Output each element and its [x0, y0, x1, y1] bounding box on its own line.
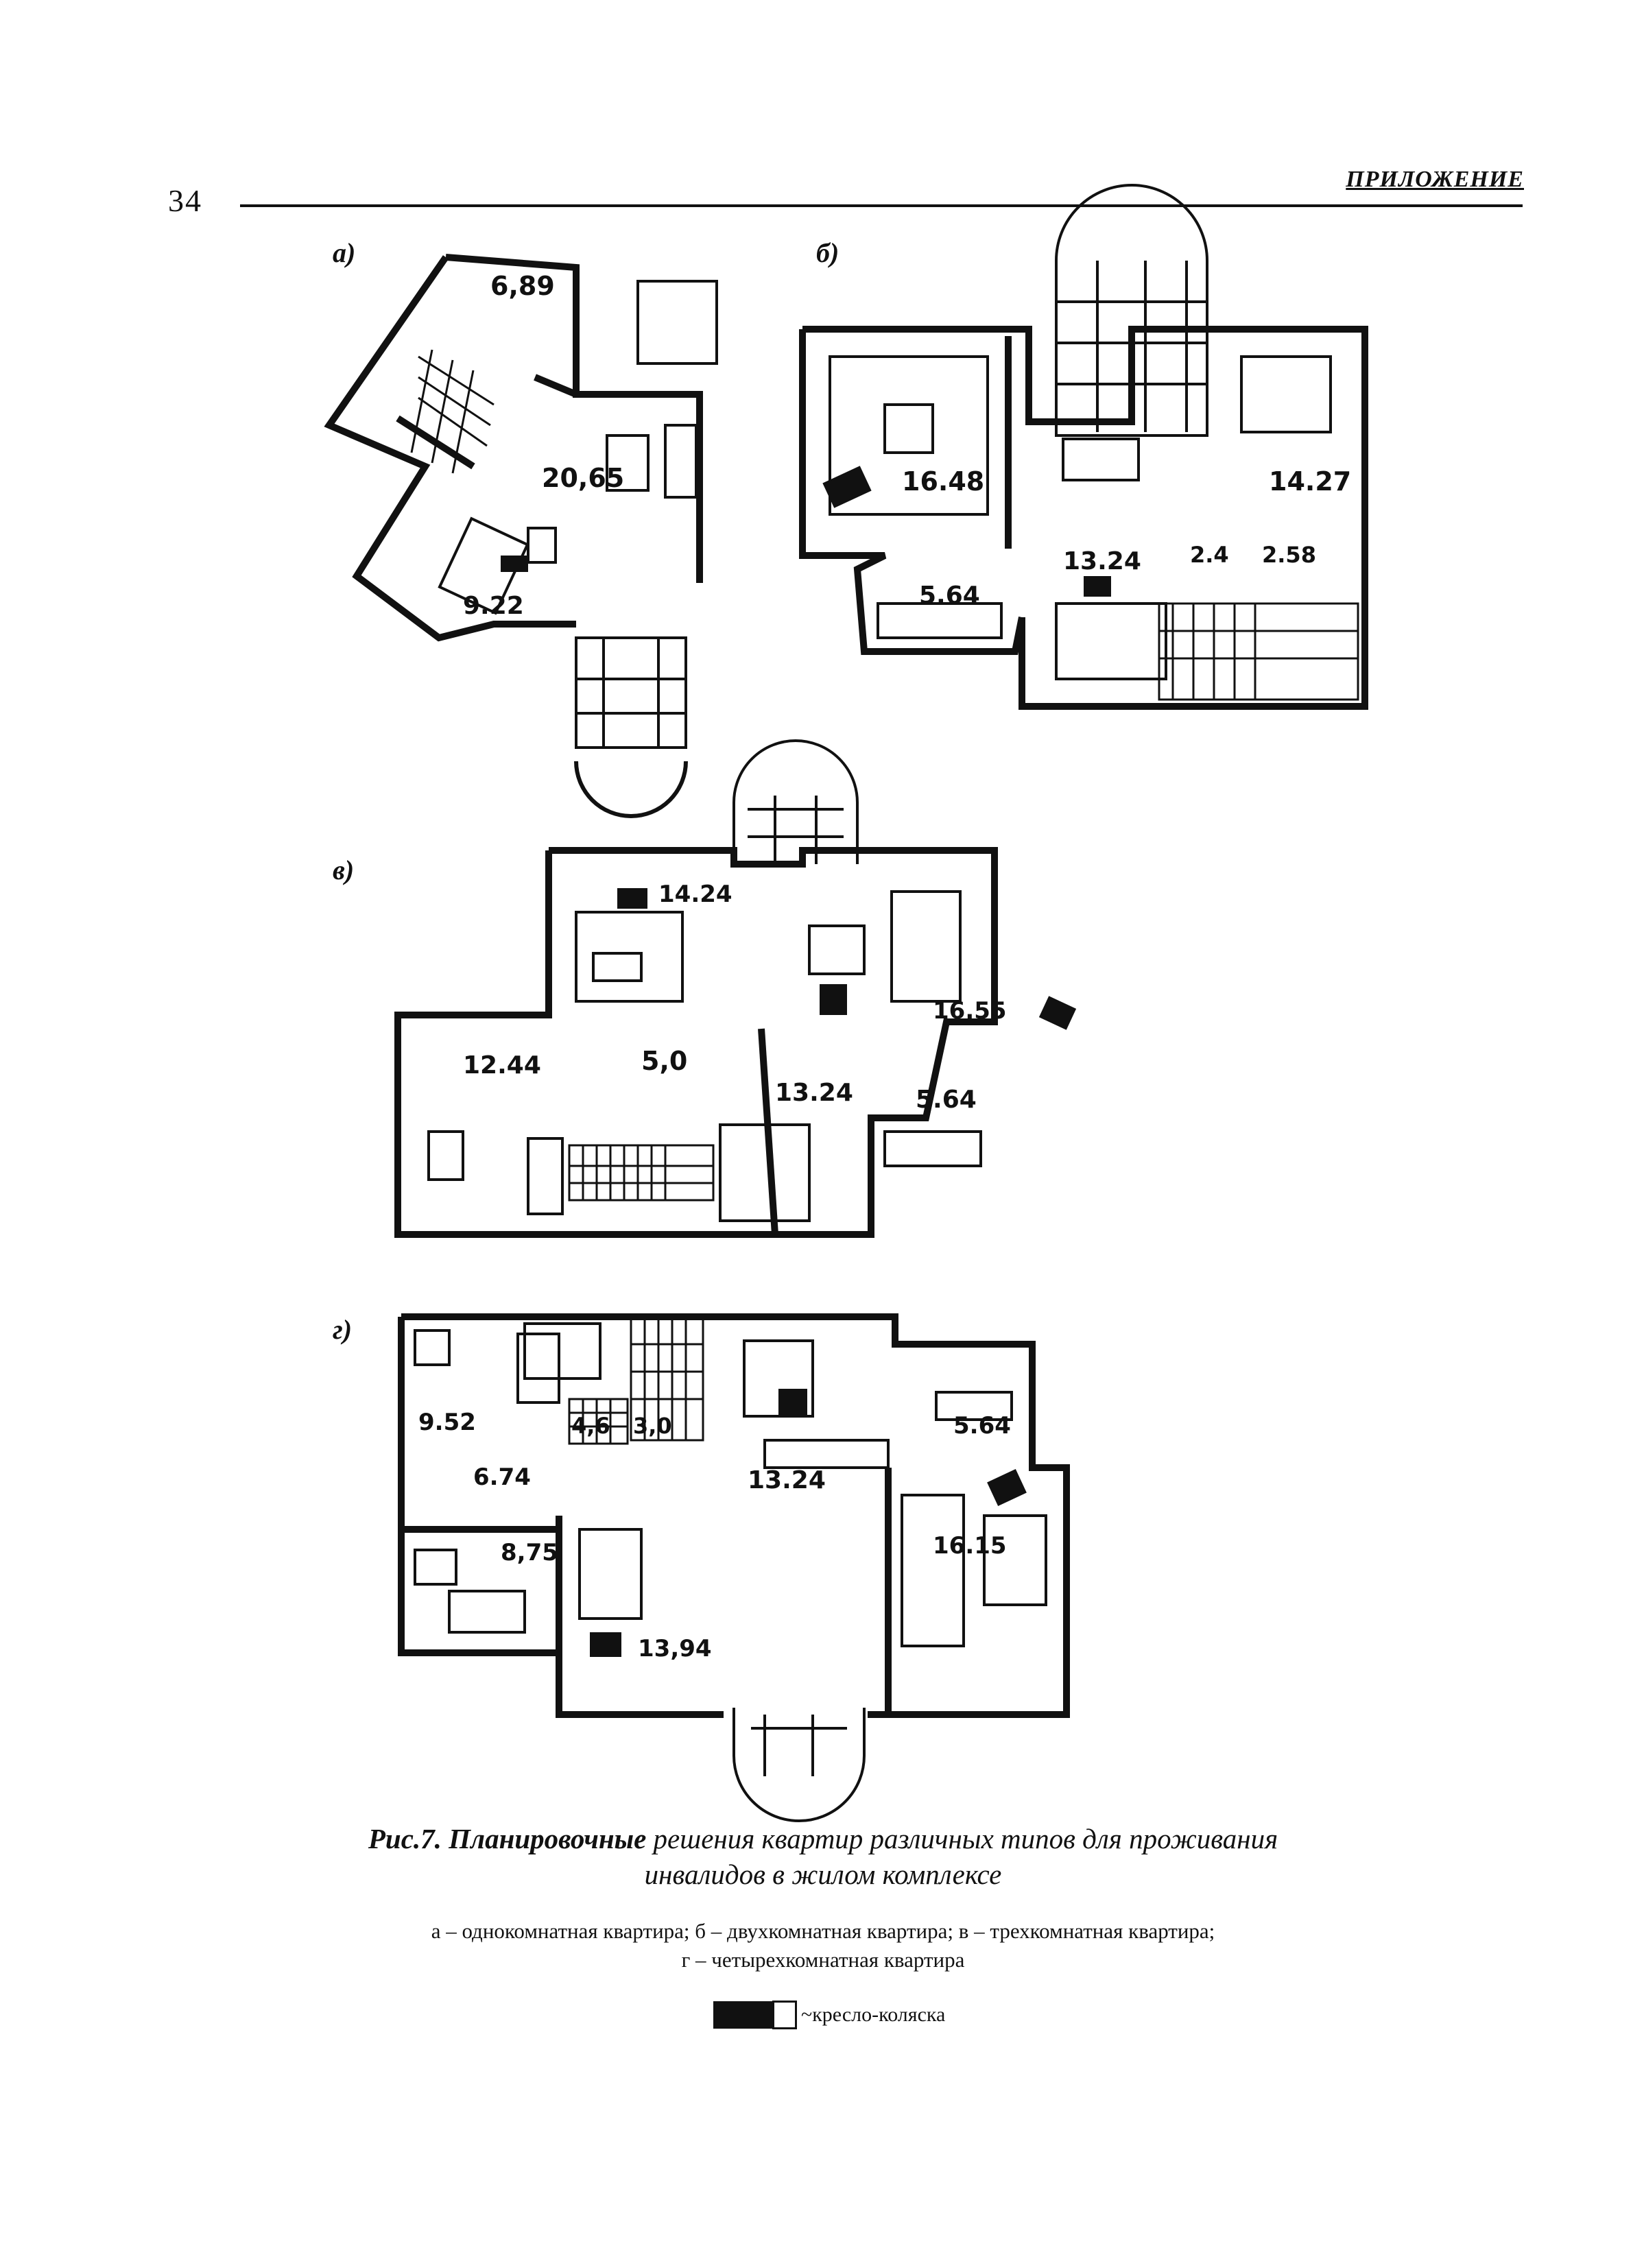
- caption-figure-label: Рис.7.: [368, 1823, 442, 1854]
- area-label: 8,75: [501, 1539, 558, 1566]
- header-rule: [240, 204, 1523, 207]
- legend-keys: а – однокомнатная квартира; б – двухкомн…: [206, 1917, 1440, 1974]
- area-label: 5.64: [919, 582, 980, 610]
- wheelchair-footprint-icon: [772, 2001, 797, 2029]
- floor-plan-g: 9.52 4,6 3,0 5.64 6.74 13.24 8,75 16.15 …: [398, 1313, 1070, 1822]
- area-label: 2.58: [1262, 542, 1316, 568]
- area-label: 6.74: [473, 1464, 531, 1491]
- floor-plan-a: 6,89 20,65 9.22: [324, 254, 718, 818]
- area-label: 14.24: [658, 881, 732, 908]
- area-label: 13,94: [638, 1635, 712, 1662]
- area-label: 13.24: [1063, 547, 1141, 575]
- area-label: 3,0: [633, 1413, 672, 1439]
- floor-plan-v: 14.24 16.55 12.44 5,0 13.24 5.64: [394, 739, 1077, 1238]
- wheelchair-symbol-icon: [713, 2001, 772, 2029]
- legend-line-1: а – однокомнатная квартира; б – двухкомн…: [431, 1919, 1215, 1943]
- area-label: 12.44: [463, 1051, 541, 1079]
- area-label: 13.24: [775, 1079, 853, 1107]
- page-number: 34: [168, 183, 202, 218]
- caption-bold-word: Планировочные: [449, 1823, 647, 1854]
- area-label: 20,65: [542, 463, 624, 493]
- area-label: 9.22: [463, 592, 524, 620]
- caption-line-2: инвалидов в жилом комплексе: [644, 1859, 1002, 1890]
- area-label: 5.64: [916, 1086, 977, 1114]
- area-label: 13.24: [748, 1466, 826, 1494]
- plan-v-label: в): [333, 855, 355, 885]
- area-label: 6,89: [490, 271, 555, 301]
- legend-wheelchair-label: ~кресло-коляска: [801, 2003, 946, 2026]
- floor-plan-b: 16.48 14.27 13.24 5.64 2.4 2.58: [799, 184, 1368, 710]
- caption-text: решения квартир различных типов для прож…: [653, 1823, 1278, 1854]
- area-label: 2.4: [1190, 542, 1229, 568]
- plan-g-label: г): [333, 1314, 353, 1345]
- caption-line-1: Рис.7. Планировочные решения квартир раз…: [206, 1821, 1440, 1857]
- section-title: ПРИЛОЖЕНИЕ: [1346, 167, 1524, 192]
- area-label: 5,0: [641, 1046, 687, 1076]
- area-label: 16.15: [933, 1532, 1007, 1560]
- area-label: 16.48: [902, 466, 984, 497]
- area-label: 4,6: [571, 1413, 610, 1439]
- area-label: 9.52: [418, 1409, 476, 1436]
- figure-caption: Рис.7. Планировочные решения квартир раз…: [206, 1821, 1440, 1892]
- plan-a-label: а): [333, 237, 356, 268]
- legend-wheelchair: ~кресло-коляска: [713, 1999, 945, 2031]
- area-label: 16.55: [933, 997, 1007, 1025]
- area-label: 5.64: [953, 1412, 1011, 1440]
- plan-b-label: б): [816, 237, 839, 268]
- area-label: 14.27: [1269, 466, 1351, 497]
- legend-line-2: г – четырехкомнатная квартира: [681, 1948, 965, 1972]
